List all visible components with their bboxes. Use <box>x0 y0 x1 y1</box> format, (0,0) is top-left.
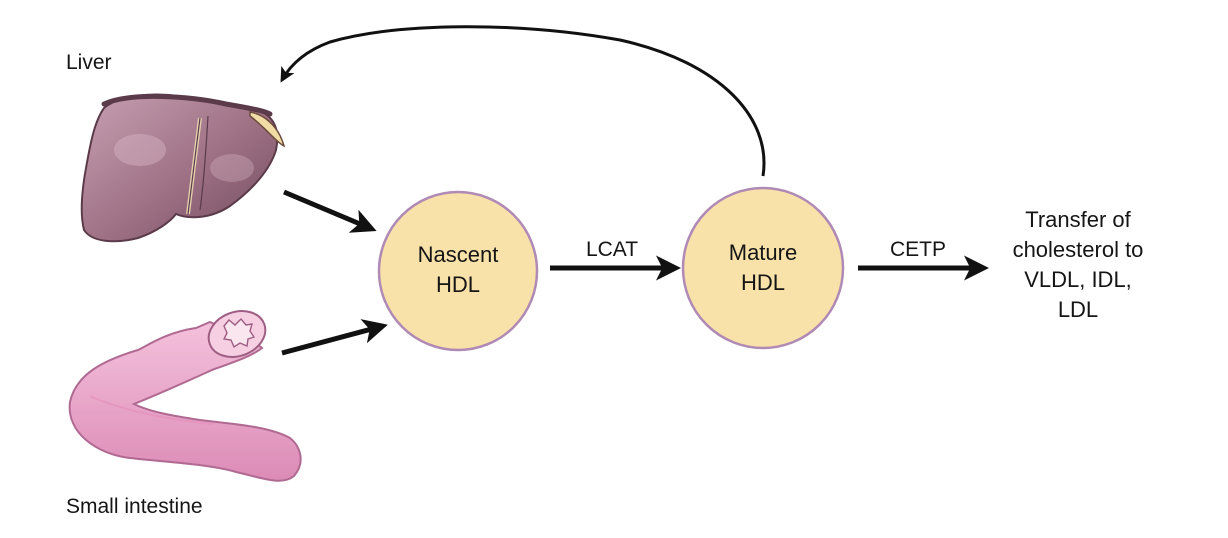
output-line-1: Transfer of <box>1025 207 1131 232</box>
nascent-hdl-node: Nascent HDL <box>377 190 539 352</box>
transfer-output-text: Transfer of cholesterol to VLDL, IDL, LD… <box>1013 207 1144 322</box>
mature-to-liver-return-arrow <box>280 25 766 177</box>
liver-label: Liver <box>66 51 112 74</box>
nascent-hdl-label-line1: Nascent <box>418 242 499 267</box>
mature-hdl-label-line2: HDL <box>741 270 785 295</box>
liver-icon <box>80 93 286 243</box>
mature-hdl-label-line1: Mature <box>729 240 797 265</box>
nascent-hdl-label-line2: HDL <box>436 272 480 297</box>
liver-to-nascent-arrow <box>283 189 377 233</box>
output-line-2: cholesterol to <box>1013 237 1144 262</box>
mature-hdl-node: Mature HDL <box>681 186 845 350</box>
small-intestine-label: Small intestine <box>66 495 203 518</box>
output-line-4: LDL <box>1058 297 1098 322</box>
small-intestine-icon <box>68 310 302 482</box>
output-line-3: VLDL, IDL, <box>1024 267 1132 292</box>
lcat-label: LCAT <box>586 238 638 261</box>
intestine-to-nascent-arrow <box>281 319 388 356</box>
cetp-label: CETP <box>890 238 946 261</box>
